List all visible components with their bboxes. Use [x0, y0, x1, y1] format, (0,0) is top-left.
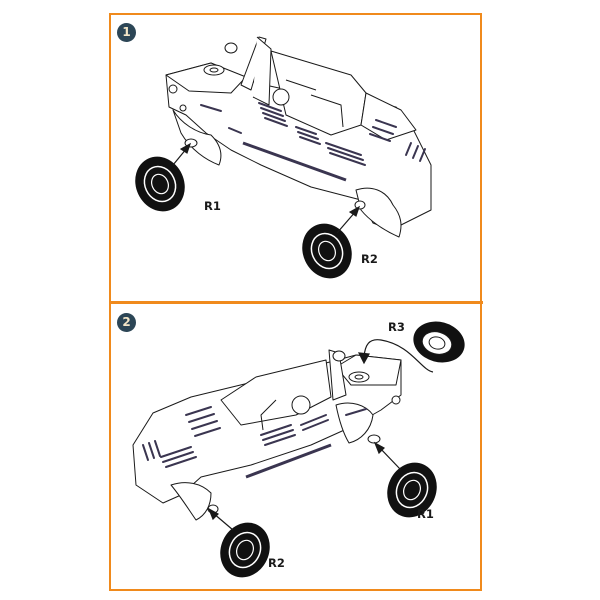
- part-label-r2: R2: [361, 252, 378, 266]
- step-1-car-illustration: [135, 36, 432, 279]
- wheel-r1: [135, 156, 185, 212]
- step-divider: [109, 301, 483, 304]
- step-number-badge: 1: [117, 23, 136, 42]
- wheel-r2: [302, 223, 352, 279]
- wheel-r2: [220, 522, 270, 578]
- part-label-r3: R3: [388, 320, 405, 334]
- step-2-car-illustration: [132, 321, 465, 578]
- wheel-r3-spare: [413, 321, 465, 363]
- step-1-panel: 1 R1 R2: [111, 15, 480, 301]
- step-2-panel: 2 R3 R1 R2: [111, 304, 480, 588]
- part-label-r1: R1: [204, 199, 221, 213]
- part-label-r2: R2: [268, 556, 285, 570]
- wheel-r1: [387, 462, 437, 518]
- step-number-badge: 2: [117, 313, 136, 332]
- part-label-r1: R1: [417, 507, 434, 521]
